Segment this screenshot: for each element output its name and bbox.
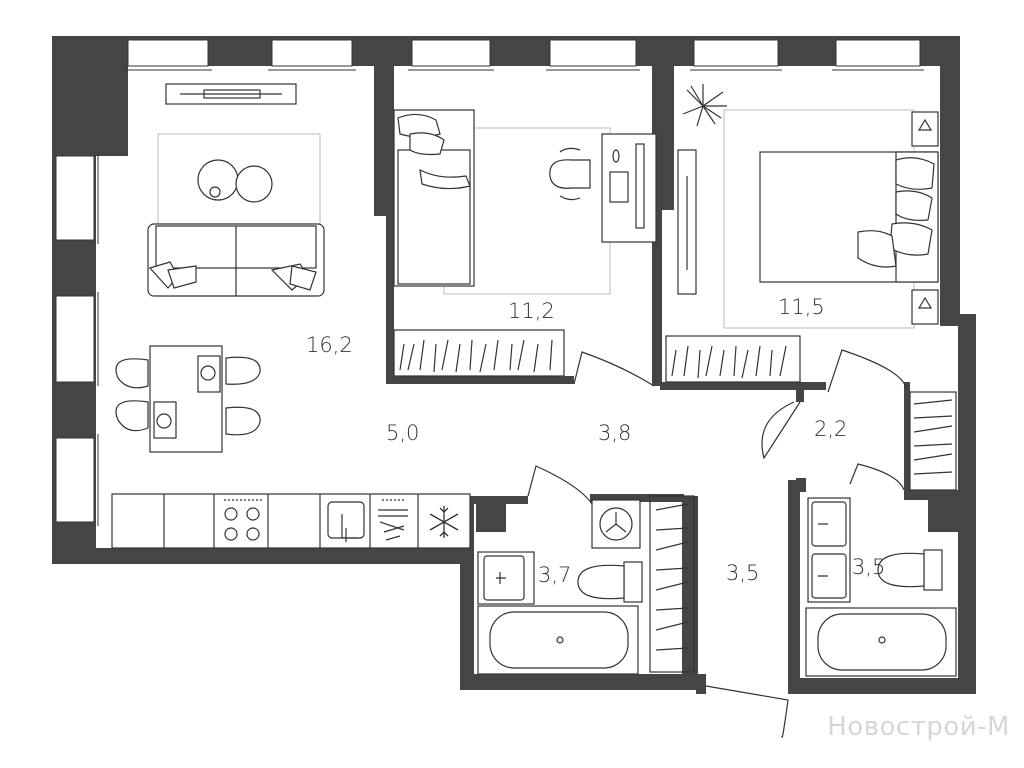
wardrobe-icon bbox=[665, 335, 801, 383]
tv-icon bbox=[165, 83, 297, 105]
bathtub-icon bbox=[805, 607, 957, 677]
window-sills bbox=[97, 69, 924, 526]
area-hallway: 3,8 bbox=[598, 421, 631, 445]
area-bedroom-1: 11,2 bbox=[508, 299, 555, 323]
dining-table-icon bbox=[149, 345, 223, 453]
fridge-icon bbox=[429, 506, 459, 538]
sofa-icon bbox=[147, 223, 325, 297]
bed-icon bbox=[759, 151, 939, 283]
nightstand-icon bbox=[911, 111, 939, 325]
wardrobe-icon bbox=[393, 329, 565, 377]
bed-icon bbox=[393, 109, 475, 287]
kitchen-counter bbox=[111, 493, 471, 549]
area-living-room: 16,2 bbox=[306, 333, 353, 357]
area-entrance-hall: 3,5 bbox=[726, 561, 759, 585]
sink-icon bbox=[807, 497, 851, 603]
toilet-icon bbox=[877, 549, 943, 591]
desk-icon bbox=[601, 133, 657, 243]
watermark: Новострой-М bbox=[827, 712, 1010, 742]
dishwasher-icon bbox=[378, 499, 408, 541]
area-bathroom-1: 3,7 bbox=[538, 563, 571, 587]
area-bathroom-2: 3,5 bbox=[852, 555, 885, 579]
area-labels: 16,2 11,2 11,5 5,0 3,8 2,2 3,7 3,5 3,5 bbox=[306, 295, 885, 587]
bathtub-icon bbox=[477, 605, 639, 675]
coffee-table-icon bbox=[197, 159, 273, 203]
chair-icon bbox=[549, 147, 591, 201]
chair-icon bbox=[115, 356, 261, 436]
area-bedroom-2: 11,5 bbox=[778, 295, 825, 319]
doors bbox=[527, 349, 907, 738]
area-wardrobe: 2,2 bbox=[814, 417, 847, 441]
washing-machine-icon bbox=[591, 499, 641, 549]
windows bbox=[55, 39, 921, 523]
tv-icon bbox=[677, 149, 697, 295]
wardrobe-icon bbox=[649, 495, 695, 673]
sink-icon bbox=[327, 501, 365, 542]
wardrobe-icon bbox=[909, 391, 957, 491]
plant-icon bbox=[682, 84, 727, 127]
area-kitchen-zone: 5,0 bbox=[386, 421, 419, 445]
stove-icon bbox=[224, 499, 262, 541]
toilet-icon bbox=[577, 561, 643, 603]
sink-icon bbox=[477, 551, 535, 605]
